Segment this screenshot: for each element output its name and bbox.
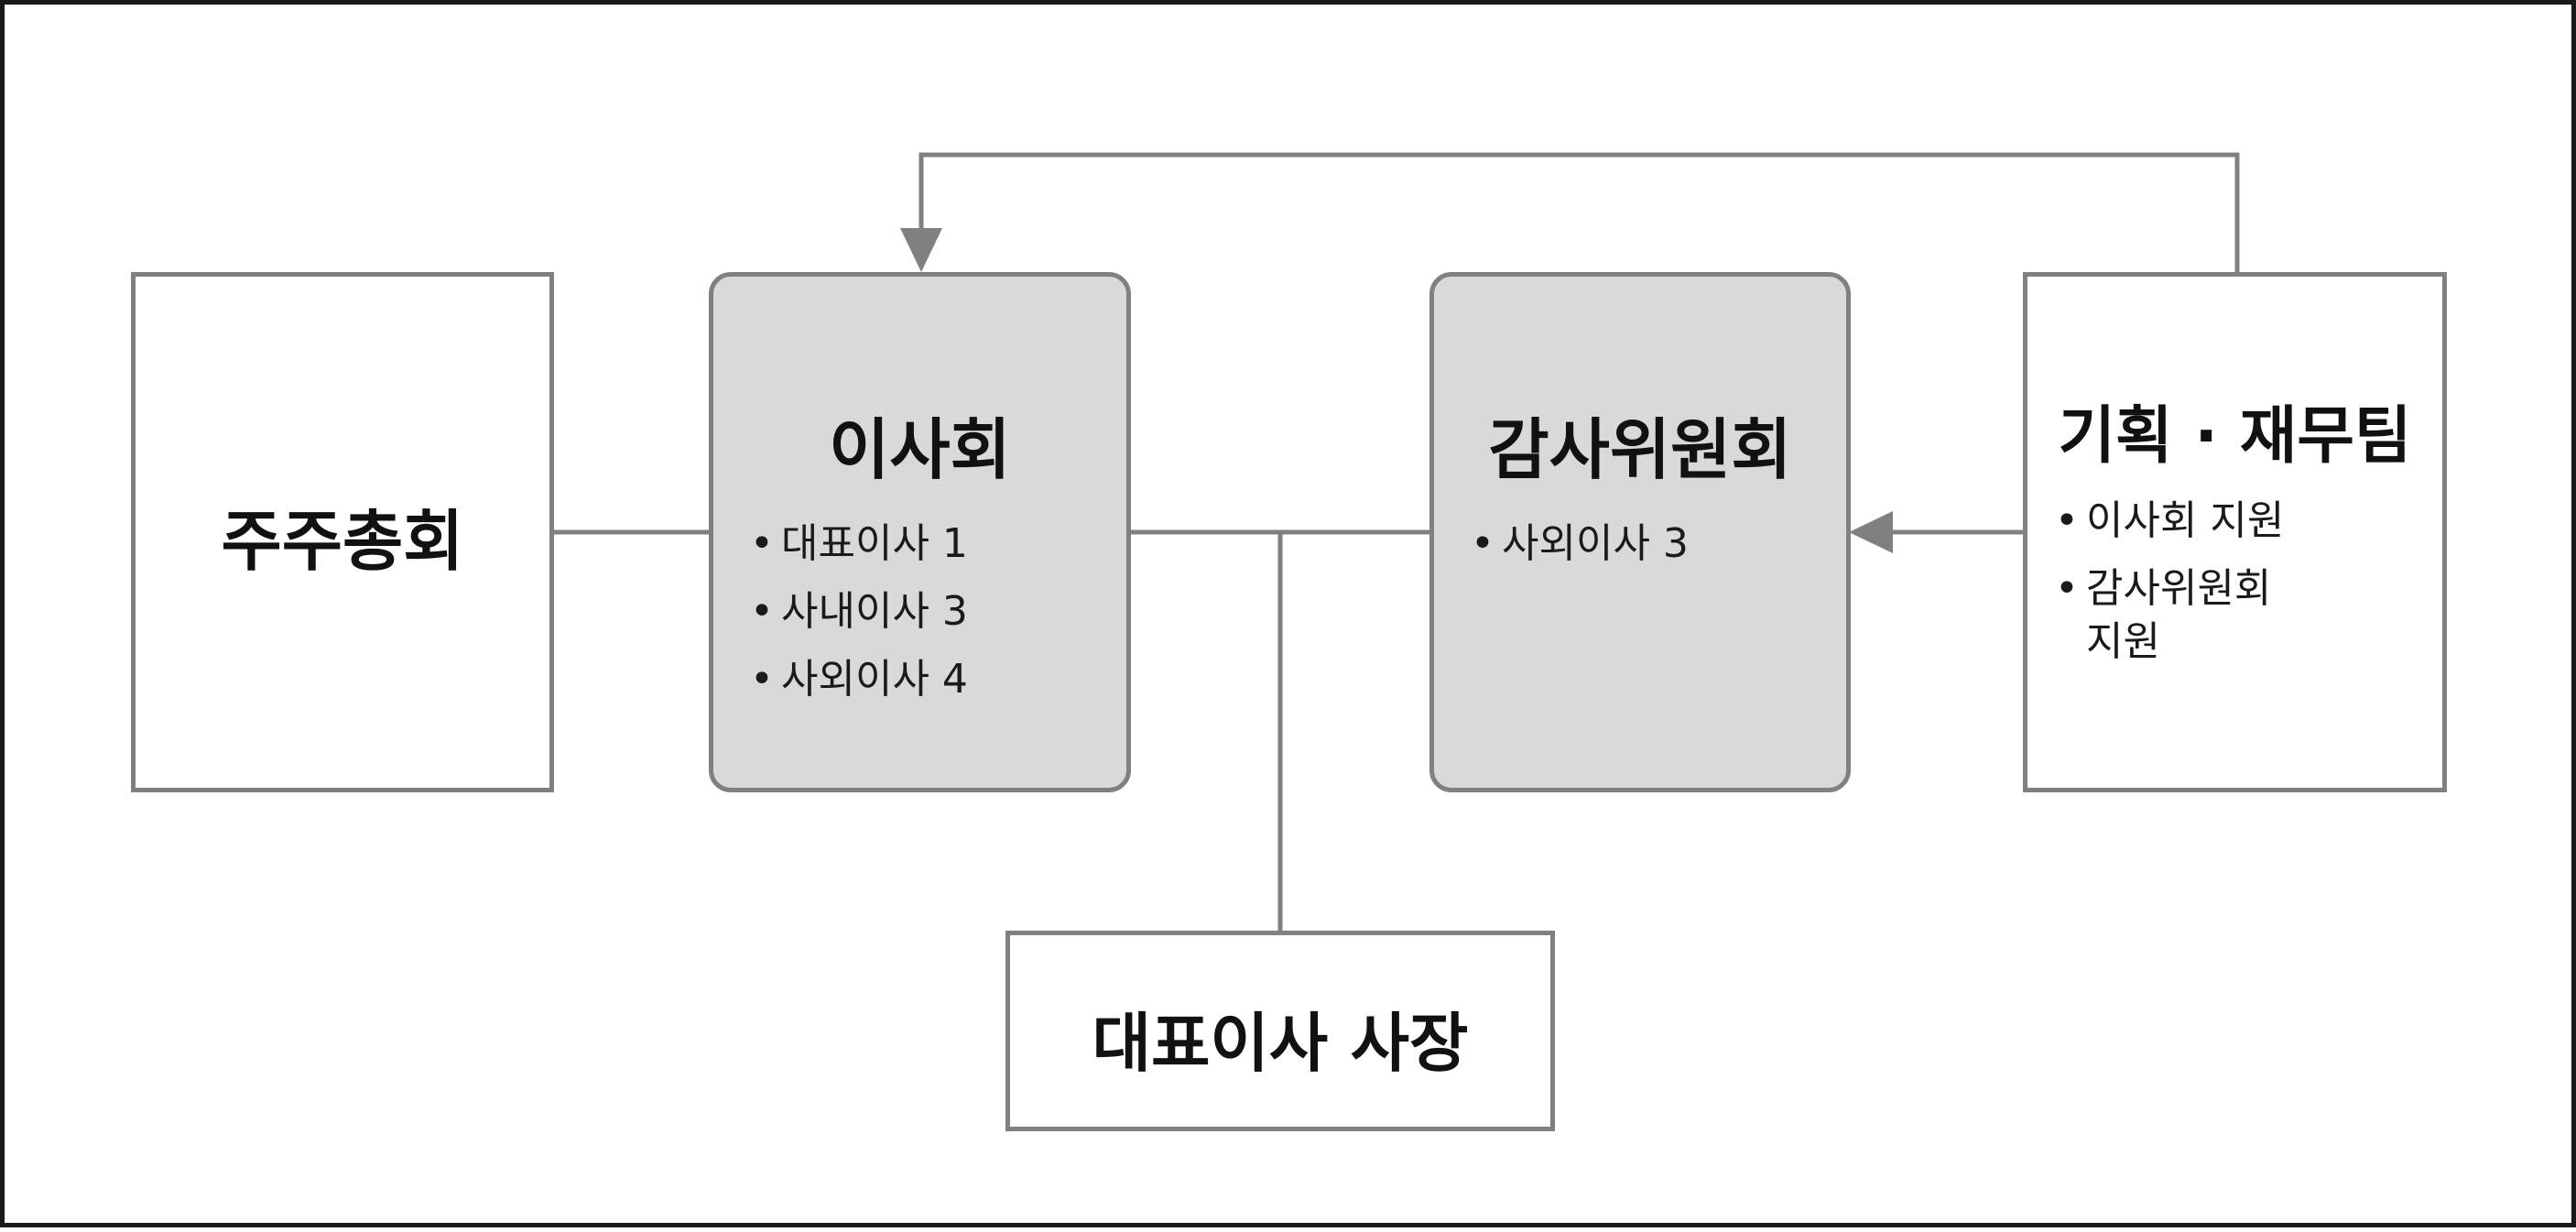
arrowhead-to-board: [900, 228, 942, 272]
list-item: 사외이사 3: [1471, 510, 1689, 578]
node-title: 주주총회: [221, 503, 464, 580]
list-item: 대표이사 1: [750, 510, 968, 578]
node-title: 기획 · 재무팀: [2058, 400, 2412, 473]
list-item: 사외이사 4: [750, 646, 968, 714]
node-title: 감사위원회: [1488, 411, 1792, 488]
node-planning-finance-team: 기획 · 재무팀 이사회 지원 감사위원회 지원: [2023, 272, 2447, 792]
node-audit-committee: 감사위원회 사외이사 3: [1429, 272, 1851, 792]
list-item: 이사회 지원: [2055, 495, 2284, 548]
node-title: 대표이사 사장: [1092, 1006, 1469, 1081]
node-item-list: 사외이사 3: [1471, 510, 1689, 578]
list-item: 감사위원회 지원: [2055, 562, 2284, 669]
node-shareholders-meeting: 주주총회: [131, 272, 554, 792]
arrowhead-to-audit: [1849, 511, 1893, 553]
connector-layer: [552, 152, 2240, 932]
connector-planning-board: [918, 152, 2240, 272]
node-item-list: 대표이사 1 사내이사 3 사외이사 4: [750, 510, 968, 714]
node-ceo-president: 대표이사 사장: [1005, 931, 1555, 1131]
node-title: 이사회: [829, 411, 1011, 488]
list-item: 사내이사 3: [750, 578, 968, 646]
node-item-list: 이사회 지원 감사위원회 지원: [2055, 495, 2284, 669]
node-board-of-directors: 이사회 대표이사 1 사내이사 3 사외이사 4: [709, 272, 1131, 792]
